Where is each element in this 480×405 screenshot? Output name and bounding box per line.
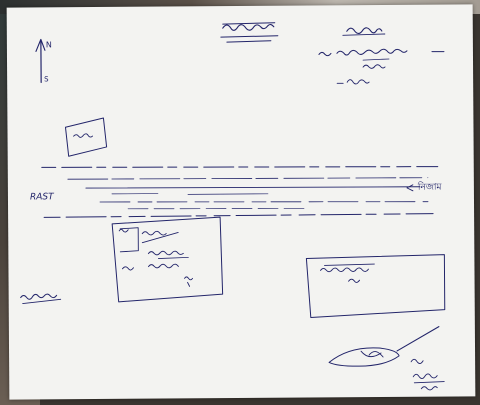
north-label: N (46, 40, 52, 49)
header-notes-scribble (318, 27, 445, 85)
hand-drawn-site-sketch: N S RAST নিজাম (20, 22, 446, 391)
main-plot-box (111, 216, 224, 303)
road-lines: RAST নিজাম (30, 166, 443, 218)
road-left-label: RAST (30, 192, 55, 202)
left-label-scribble (20, 293, 62, 304)
title-scribble (220, 22, 279, 43)
north-bottom-label: S (44, 75, 49, 83)
road-right-label: নিজাম (417, 182, 443, 193)
signature-drawing (328, 326, 445, 391)
right-plot-box (305, 254, 446, 319)
paper-sheet: N S RAST নিজাম (6, 4, 476, 400)
north-arrow: N S (35, 38, 52, 83)
small-structure-box (64, 117, 108, 157)
